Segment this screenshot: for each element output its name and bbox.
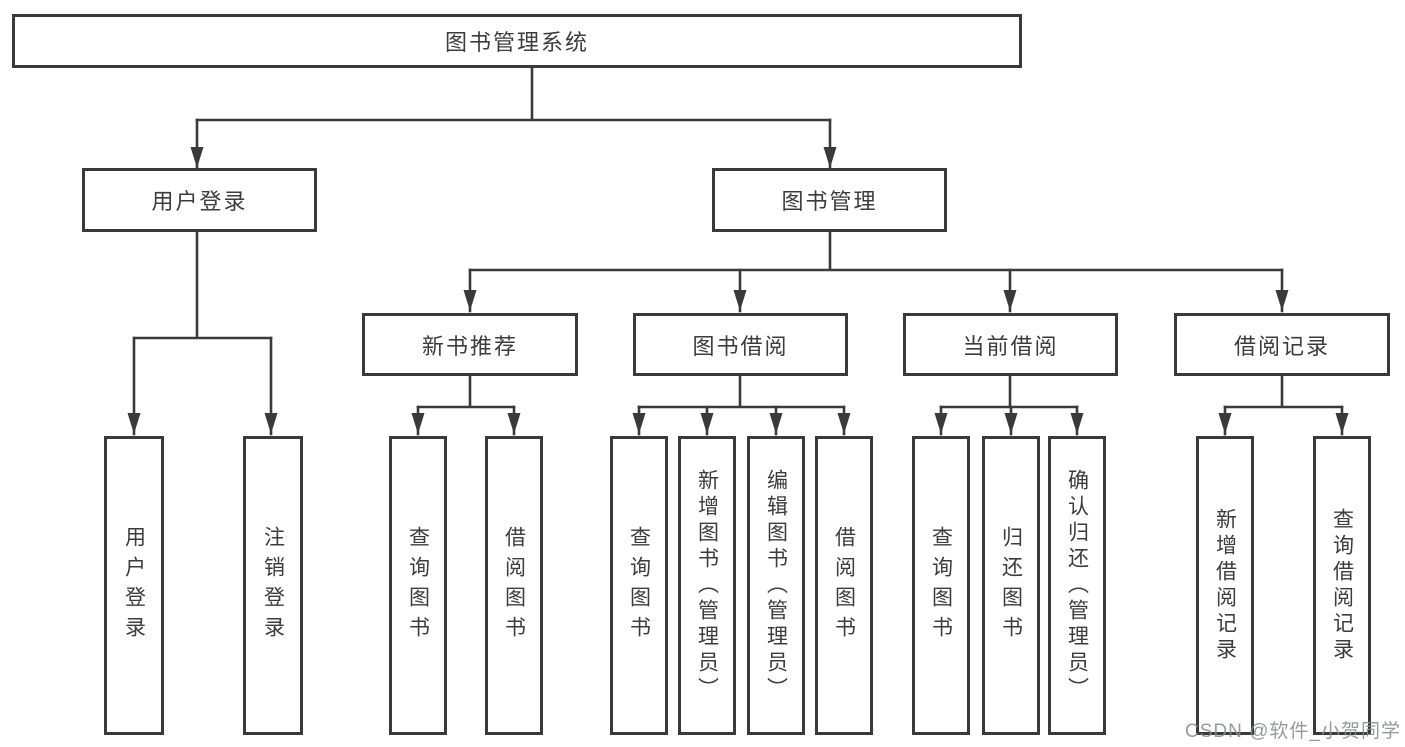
node-book-borrow-label: 图书借阅 bbox=[692, 333, 789, 359]
node-borrow-books-rec-label: 借阅图书 bbox=[502, 525, 526, 646]
node-book-mgmt-label: 图书管理 bbox=[781, 189, 878, 214]
node-borrow-books-borrow-label: 借阅图书 bbox=[832, 525, 856, 646]
edge-root-branch bbox=[195, 66, 832, 122]
node-return-books: 归还图书 bbox=[982, 436, 1040, 735]
node-user-login-group-label: 用户登录 bbox=[151, 189, 248, 214]
node-add-books-admin: 新增图书（管理员） bbox=[678, 436, 736, 735]
node-book-mgmt: 图书管理 bbox=[712, 168, 947, 232]
node-borrow-records: 借阅记录 bbox=[1174, 313, 1390, 376]
edge-records-branch bbox=[1223, 374, 1344, 409]
node-logout: 注销登录 bbox=[243, 436, 303, 735]
edge-mgmt-branch bbox=[468, 230, 1284, 272]
node-new-book-rec: 新书推荐 bbox=[362, 313, 578, 376]
node-current-borrow-label: 当前借阅 bbox=[962, 333, 1059, 359]
node-borrow-records-label: 借阅记录 bbox=[1233, 333, 1330, 359]
node-return-books-label: 归还图书 bbox=[999, 525, 1023, 646]
node-current-borrow: 当前借阅 bbox=[903, 313, 1118, 376]
node-add-borrow-record-label: 新增借阅记录 bbox=[1213, 507, 1237, 664]
node-query-books-borrow: 查询图书 bbox=[610, 436, 668, 735]
node-book-borrow: 图书借阅 bbox=[633, 313, 848, 376]
node-logout-label: 注销登录 bbox=[261, 525, 285, 646]
node-query-books-rec: 查询图书 bbox=[389, 436, 447, 735]
edge-login-branch bbox=[132, 230, 273, 340]
node-user-login: 用户登录 bbox=[104, 436, 164, 735]
node-edit-books-admin-label: 编辑图书（管理员） bbox=[764, 468, 788, 703]
node-confirm-return-admin: 确认归还（管理员） bbox=[1048, 436, 1106, 735]
node-query-borrow-record: 查询借阅记录 bbox=[1313, 436, 1371, 735]
edge-borrow-branch bbox=[637, 374, 846, 409]
node-root-label: 图书管理系统 bbox=[444, 30, 589, 55]
node-query-books-rec-label: 查询图书 bbox=[406, 525, 430, 646]
csdn-watermark: CSDN @软件_小贺同学 bbox=[1185, 721, 1401, 742]
node-borrow-books-borrow: 借阅图书 bbox=[815, 436, 873, 735]
node-query-books-current: 查询图书 bbox=[912, 436, 970, 735]
node-new-book-rec-label: 新书推荐 bbox=[421, 333, 518, 359]
node-query-books-borrow-label: 查询图书 bbox=[627, 525, 651, 646]
edge-current-branch bbox=[939, 374, 1079, 409]
node-query-borrow-record-label: 查询借阅记录 bbox=[1330, 507, 1354, 664]
node-borrow-books-rec: 借阅图书 bbox=[485, 436, 543, 735]
node-edit-books-admin: 编辑图书（管理员） bbox=[747, 436, 805, 735]
node-query-books-current-label: 查询图书 bbox=[929, 525, 953, 646]
edge-rec-branch bbox=[416, 374, 516, 409]
node-confirm-return-admin-label: 确认归还（管理员） bbox=[1065, 468, 1089, 703]
node-user-login-group: 用户登录 bbox=[82, 168, 317, 232]
node-user-login-label: 用户登录 bbox=[122, 525, 146, 646]
node-add-books-admin-label: 新增图书（管理员） bbox=[695, 468, 719, 703]
node-root: 图书管理系统 bbox=[12, 14, 1022, 68]
node-add-borrow-record: 新增借阅记录 bbox=[1196, 436, 1254, 735]
